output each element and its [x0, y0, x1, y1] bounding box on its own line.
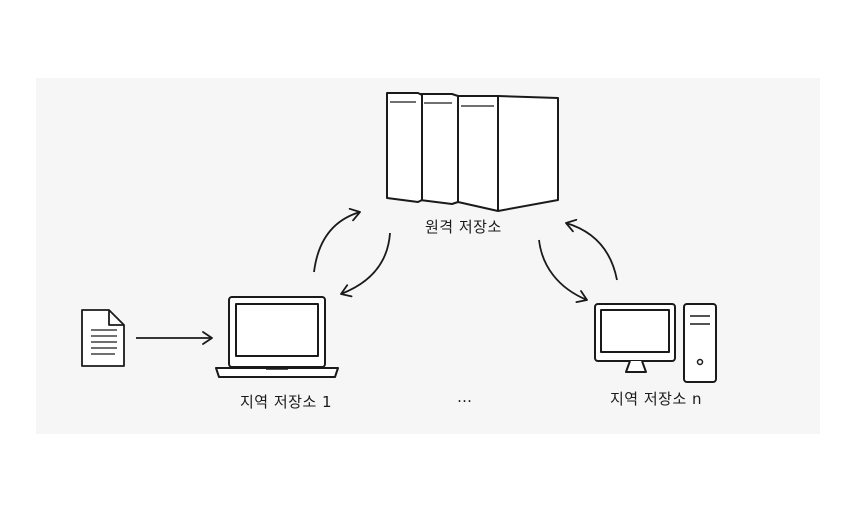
laptop-icon: [215, 296, 339, 378]
arrow-icon: [313, 207, 361, 273]
ellipsis-label: …: [457, 388, 473, 406]
local-repository-1-label: 지역 저장소 1: [240, 393, 333, 411]
arrow-icon: [565, 218, 618, 281]
arrow-icon: [340, 232, 391, 298]
server-rack-icon: [386, 92, 559, 212]
remote-repository-label: 원격 저장소: [425, 218, 502, 236]
arrow-icon: [538, 239, 588, 303]
document-icon: [81, 309, 125, 367]
local-repository-n-label: 지역 저장소 n: [610, 390, 703, 408]
desktop-computer-icon: [594, 303, 717, 383]
